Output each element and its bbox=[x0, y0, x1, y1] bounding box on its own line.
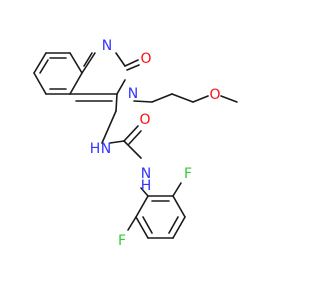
bond bbox=[81, 52, 96, 74]
bond bbox=[172, 216, 186, 239]
atom-o-carbonyl-2: O bbox=[139, 112, 150, 128]
bond bbox=[172, 195, 186, 218]
atom-n-ring-top: N bbox=[102, 38, 112, 54]
atom-f-bottom: F bbox=[118, 233, 126, 249]
atom-o-carbonyl-1: O bbox=[140, 51, 151, 67]
atom-f-top: F bbox=[184, 166, 192, 182]
bond bbox=[101, 110, 117, 144]
bond bbox=[128, 130, 142, 145]
atom-labels: N O N O H N O N H F F bbox=[90, 38, 221, 249]
bond bbox=[192, 95, 209, 103]
atom-nh-1-n: N bbox=[101, 141, 111, 157]
bond bbox=[83, 52, 93, 67]
molecule-structure-diagram: N O N O H N O N H F F bbox=[0, 0, 300, 300]
bond-inner bbox=[39, 59, 49, 74]
bond bbox=[124, 59, 139, 67]
bond bbox=[126, 64, 140, 71]
bond bbox=[220, 95, 238, 103]
bond bbox=[140, 187, 149, 197]
bond bbox=[69, 72, 83, 95]
bond bbox=[115, 93, 118, 112]
bond-inner bbox=[142, 216, 153, 234]
bond bbox=[115, 52, 126, 67]
bond bbox=[127, 216, 137, 231]
bond bbox=[123, 140, 142, 159]
bond bbox=[171, 93, 194, 103]
atom-nh-2-h: H bbox=[141, 178, 152, 194]
bond bbox=[69, 52, 83, 74]
bond bbox=[172, 182, 182, 197]
bond bbox=[109, 140, 125, 144]
bond bbox=[123, 125, 139, 142]
bonds bbox=[33, 52, 238, 239]
background bbox=[0, 0, 300, 300]
atom-n-ring-mid: N bbox=[128, 86, 138, 102]
bond bbox=[116, 79, 126, 95]
bond bbox=[135, 216, 149, 239]
atom-nh-2-n: N bbox=[141, 166, 151, 182]
atom-o-ether: O bbox=[209, 87, 220, 103]
atom-nh-1-h: H bbox=[90, 141, 101, 157]
bond-inner bbox=[168, 216, 179, 234]
bond bbox=[135, 195, 149, 218]
bond bbox=[33, 72, 47, 95]
bond bbox=[151, 93, 173, 103]
bond bbox=[33, 52, 47, 74]
bond bbox=[133, 100, 153, 103]
